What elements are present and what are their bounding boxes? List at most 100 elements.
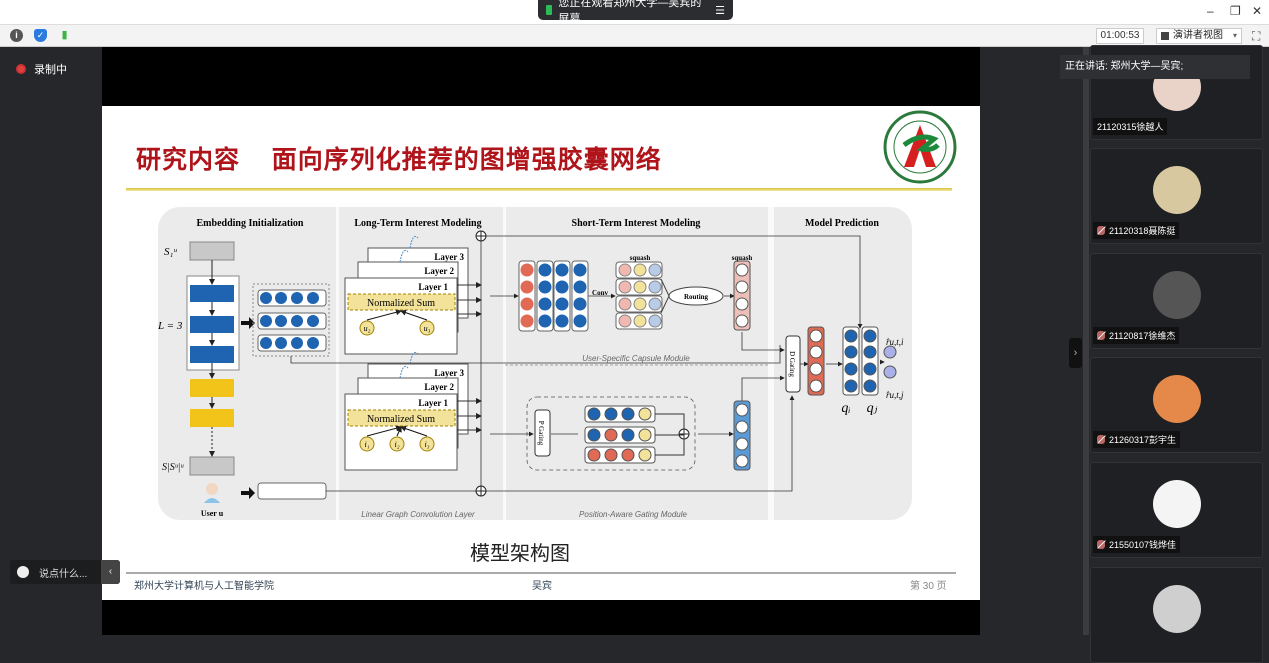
model-architecture-diagram: Embedding Initialization Long-Term Inter… [157, 207, 912, 520]
participant-name-tag: 21120315徐越人 [1093, 118, 1168, 135]
feature-node [573, 280, 587, 294]
chat-input[interactable]: 说点什么... ‹ [10, 560, 120, 584]
recording-indicator: 录制中 [16, 61, 67, 77]
graph-node-label: i₃ [424, 440, 429, 449]
participant-tile[interactable] [1090, 567, 1263, 663]
arrow-icon [241, 487, 255, 499]
graph-node [419, 436, 435, 452]
normalized-sum-label: Normalized Sum [367, 298, 435, 309]
capsule-node [648, 314, 662, 328]
camera-icon [546, 5, 553, 15]
graph-node [359, 436, 375, 452]
embedding-node [260, 315, 272, 327]
avatar [1153, 375, 1201, 423]
record-icon [16, 64, 26, 74]
chat-placeholder: 说点什么... [39, 568, 88, 580]
participant-name: 21120315徐越人 [1097, 122, 1164, 132]
feature-node [555, 280, 569, 294]
r-hat-i-label: r̂u,t,i [886, 337, 904, 347]
squash-column-node [735, 280, 749, 294]
squash-column-node [735, 314, 749, 328]
participant-name-tag: 21120817徐维杰 [1093, 327, 1180, 344]
fused-column-node [809, 329, 823, 343]
capsule-node [633, 297, 647, 311]
blue-block [190, 285, 234, 302]
layer-label: Layer 1 [418, 398, 448, 408]
gating-node [621, 407, 635, 421]
gated-column-node [735, 454, 749, 468]
collapse-panel-button[interactable]: › [1069, 338, 1082, 368]
list-icon[interactable]: ☰ [715, 4, 725, 17]
feature-column [571, 260, 589, 332]
speaking-indicator: 正在讲话: 郑州大学—吴宾; [1060, 55, 1250, 79]
close-button[interactable]: ✕ [1252, 4, 1263, 18]
qi-column-node [844, 345, 858, 359]
graph-layer [344, 277, 458, 355]
d-gating-label: D Gating [788, 351, 796, 377]
gated-column-node [735, 403, 749, 417]
arrow-icon [241, 317, 255, 329]
scroll-down-icon[interactable]: ⌄ [1174, 619, 1184, 630]
feature-node [538, 314, 552, 328]
participant-name-tag: 21260317彭宇生 [1093, 431, 1181, 448]
view-mode-dropdown[interactable]: 演讲者视图▾ [1156, 28, 1242, 44]
graph-node [419, 320, 435, 336]
screen-share-notice[interactable]: 您正在观看郑州大学—吴宾的屏幕 ☰ [538, 0, 733, 25]
feature-node [520, 297, 534, 311]
mic-muted-icon [1097, 540, 1105, 549]
gating-node [638, 407, 652, 421]
gated-column-node [735, 420, 749, 434]
score-node [883, 365, 897, 379]
yellow-block [190, 409, 234, 427]
capsule-node [633, 263, 647, 277]
qj-label: qⱼ [867, 401, 878, 416]
participant-tile[interactable]: 21120318聂陈挺 [1090, 148, 1263, 244]
info-icon[interactable]: i [10, 29, 23, 42]
graph-node-label: i₂ [394, 440, 399, 449]
participant-scrollbar[interactable] [1083, 47, 1089, 635]
capsule-node [618, 263, 632, 277]
caption-pag: Position-Aware Gating Module [579, 510, 687, 519]
fused-column-node [809, 379, 823, 393]
avatar [1153, 585, 1201, 633]
participant-tile[interactable]: 21550107钱烨佳 [1090, 462, 1263, 558]
layer-label: Layer 2 [424, 266, 454, 276]
blue-block [190, 346, 234, 363]
feature-node [520, 280, 534, 294]
shield-icon[interactable]: ✓ [34, 29, 47, 42]
skip-connection [399, 351, 419, 379]
gated-column [733, 400, 751, 471]
emoji-icon[interactable] [17, 566, 29, 578]
section-embedding: Embedding Initialization [197, 218, 304, 229]
recording-label: 录制中 [34, 64, 67, 76]
avatar [1153, 480, 1201, 528]
qi-label: qᵢ [841, 401, 850, 416]
restore-button[interactable]: ❐ [1230, 4, 1241, 18]
mic-muted-icon [1097, 435, 1105, 444]
gating-node [587, 448, 601, 462]
graph-node [389, 436, 405, 452]
user-icon [206, 483, 218, 495]
qi-column-node [844, 362, 858, 376]
participant-tile[interactable]: 21120817徐维杰 [1090, 253, 1263, 349]
feature-node [538, 297, 552, 311]
feature-node [520, 314, 534, 328]
r-hat-j-label: r̂u,t,j [886, 390, 904, 400]
avatar [1153, 166, 1201, 214]
participant-tile[interactable]: 21260317彭宇生 [1090, 357, 1263, 453]
qj-column-node [863, 345, 877, 359]
fused-column [807, 326, 825, 396]
qj-column-node [863, 329, 877, 343]
feature-node [555, 263, 569, 277]
view-mode-label: 演讲者视图 [1173, 30, 1223, 41]
fused-column-node [809, 345, 823, 359]
gating-node [604, 448, 618, 462]
minimize-button[interactable]: – [1207, 4, 1214, 18]
collapse-chat-button[interactable]: ‹ [101, 560, 120, 584]
s-last-label: S|Sᵘ|ᵘ [162, 462, 184, 473]
feature-node [538, 280, 552, 294]
fullscreen-icon[interactable]: ⛶ [1252, 29, 1261, 43]
signal-icon[interactable]: ▮ [61, 29, 68, 41]
normalized-sum-label: Normalized Sum [367, 414, 435, 425]
sequence-last-block [189, 456, 235, 476]
